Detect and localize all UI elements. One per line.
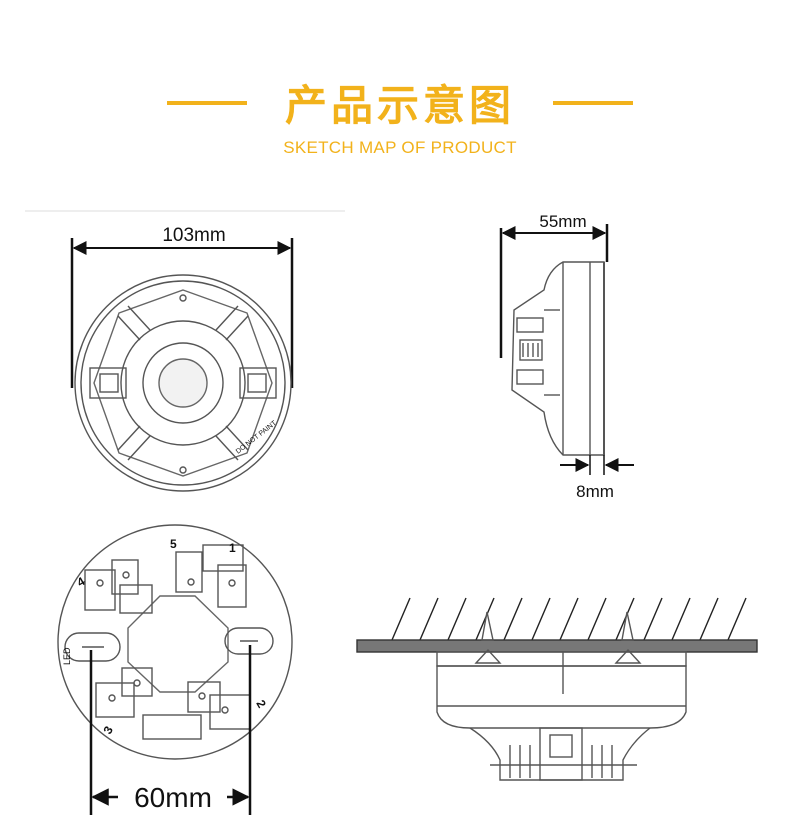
header: 产品示意图 SKETCH MAP OF PRODUCT (0, 0, 800, 180)
led-label: LED (62, 647, 72, 665)
terminal-2-label: 2 (253, 698, 269, 711)
mounted-view (356, 597, 758, 781)
page-subtitle: SKETCH MAP OF PRODUCT (283, 138, 517, 157)
terminal-5-label: 5 (170, 537, 177, 551)
top-view (70, 238, 294, 492)
base-view (57, 524, 293, 815)
height-label: 55mm (539, 212, 586, 231)
title-line-left (167, 101, 247, 105)
side-view (499, 224, 634, 475)
base-gap-label: 8mm (576, 482, 614, 501)
hole-spacing-label: 60mm (134, 782, 212, 813)
page-title: 产品示意图 (284, 81, 515, 130)
terminal-1-label: 1 (229, 541, 236, 555)
diameter-label: 103mm (162, 225, 225, 246)
title-line-right (553, 101, 633, 105)
